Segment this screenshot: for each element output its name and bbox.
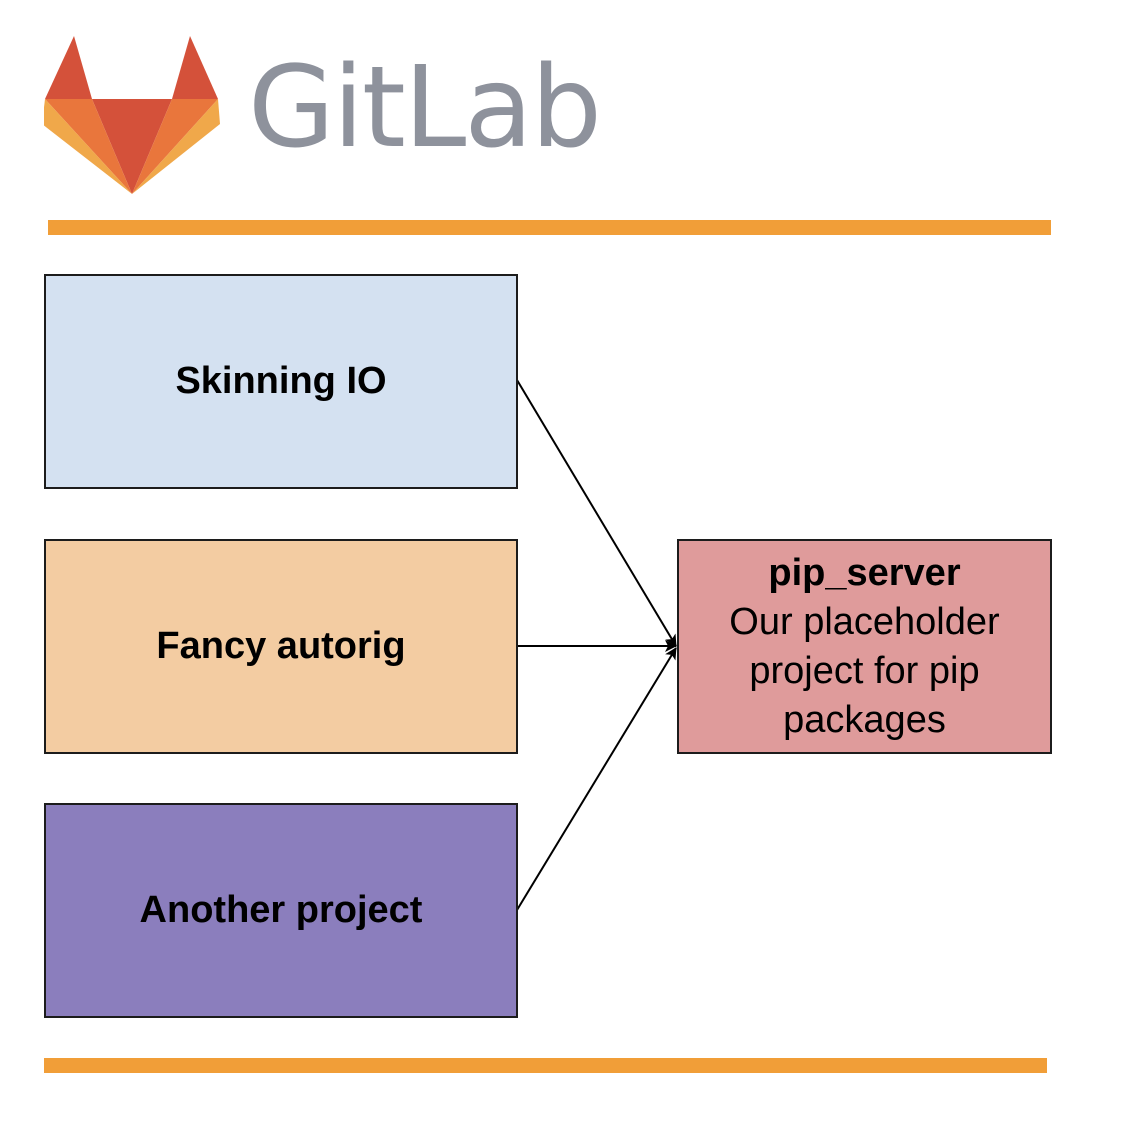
edge-skinning-io <box>516 379 677 647</box>
top-divider <box>48 220 1051 235</box>
node-pip-server[interactable]: pip_server Our placeholder project for p… <box>677 539 1052 754</box>
node-title: pip_server <box>768 551 961 594</box>
node-label: Another project <box>139 889 423 931</box>
node-description-line: Our placeholder <box>729 600 1000 643</box>
node-skinning-io[interactable]: Skinning IO <box>44 274 518 489</box>
center-face <box>92 99 172 194</box>
gitlab-tanuki-icon <box>44 36 220 194</box>
node-another-project[interactable]: Another project <box>44 803 518 1018</box>
left-ear <box>45 36 92 99</box>
edge-another-project <box>516 647 677 911</box>
bottom-divider <box>44 1058 1047 1073</box>
node-fancy-autorig[interactable]: Fancy autorig <box>44 539 518 754</box>
node-description-line: project for pip <box>749 649 980 692</box>
left-cheek <box>44 99 132 194</box>
node-label: Fancy autorig <box>156 625 406 667</box>
node-label: Skinning IO <box>175 360 387 402</box>
right-cheek <box>132 99 220 194</box>
right-ear <box>172 36 218 99</box>
logo-text: GitLab <box>248 43 602 173</box>
node-description-line: packages <box>783 698 946 741</box>
